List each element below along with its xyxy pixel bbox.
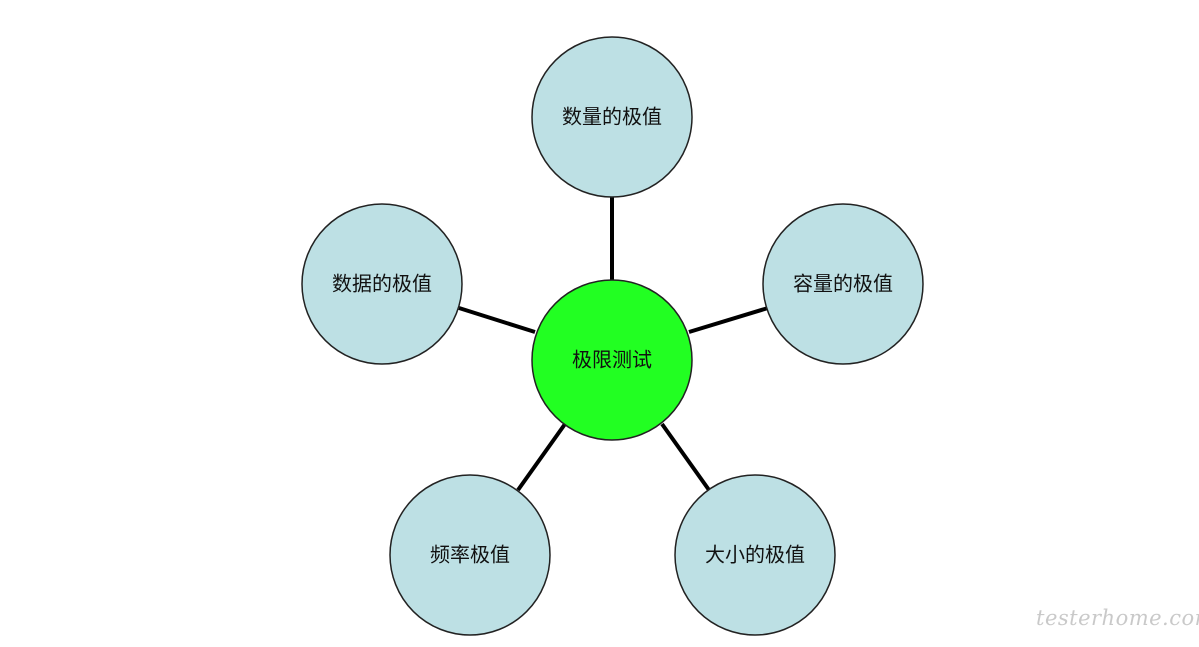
connector-bottom-right [660,422,711,492]
connector-left [458,306,536,334]
node-center-circle [531,279,693,441]
node-right-label: 容量的极值 [793,272,893,296]
node-right-circle [762,203,924,365]
connector-bottom-left [516,422,567,492]
watermark: testerhome.com [1036,606,1199,630]
node-top-label: 数量的极值 [562,105,662,129]
node-center: 极限测试 [531,279,693,441]
node-left-circle [301,203,463,365]
node-left: 数据的极值 [301,203,463,365]
node-top-circle [531,36,693,198]
node-right: 容量的极值 [762,203,924,365]
node-bottom-right-circle [674,474,836,636]
node-left-label: 数据的极值 [332,272,432,296]
node-top: 数量的极值 [531,36,693,198]
node-bottom-left: 频率极值 [389,474,551,636]
connector-right [688,306,769,334]
node-bottom-right: 大小的极值 [674,474,836,636]
node-center-label: 极限测试 [572,348,652,372]
node-bottom-right-label: 大小的极值 [705,543,805,567]
node-bottom-left-label: 频率极值 [430,543,510,567]
node-bottom-left-circle [389,474,551,636]
